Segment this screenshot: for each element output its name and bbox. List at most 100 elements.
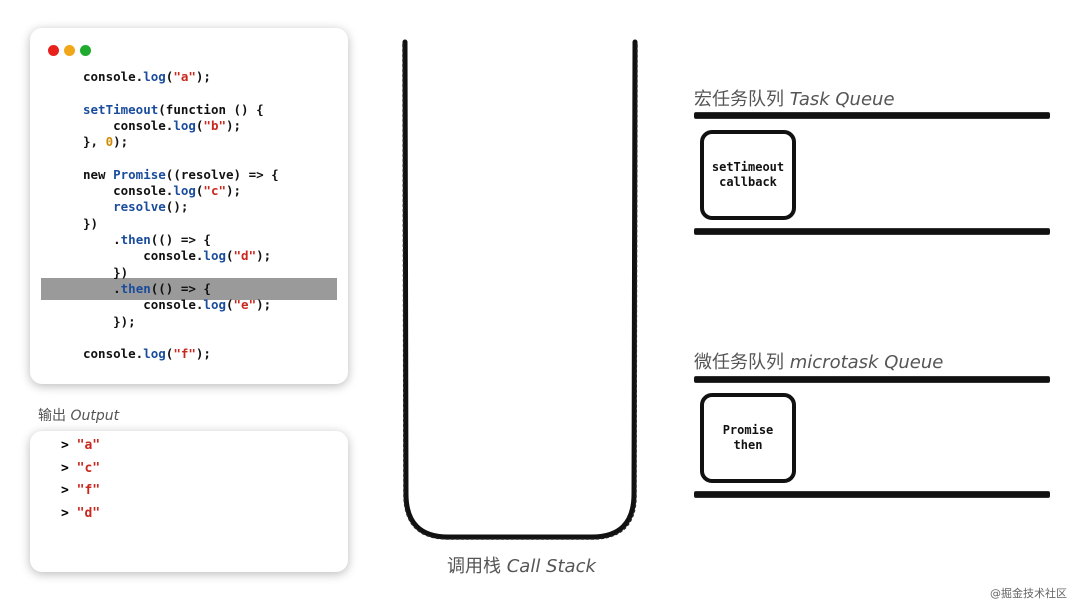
watermark: @掘金技术社区: [990, 587, 1067, 600]
code-token: console.: [83, 69, 144, 84]
code-line: .then(() => {: [83, 281, 211, 297]
code-token: then: [120, 232, 151, 247]
code-token: log: [203, 297, 226, 313]
minimize-dot-icon: [64, 45, 75, 56]
microtask-queue-top-border: [694, 377, 1050, 382]
code-line: }, 0);: [83, 134, 128, 150]
output-prompt: >: [61, 438, 77, 453]
call-stack-label: 调用栈 Call Stack: [447, 556, 596, 577]
code-token: );: [256, 248, 272, 264]
output-line: > "f": [61, 481, 100, 501]
code-line: console.log("c");: [83, 183, 241, 199]
output-line: > "a": [61, 436, 100, 456]
output-value: "d": [76, 505, 101, 521]
output-prompt: >: [61, 460, 77, 476]
code-token: });: [83, 313, 136, 329]
microtask-queue-item-line1: Promise: [722, 423, 774, 437]
code-token: );: [226, 183, 242, 199]
microtask-queue-label: 微任务队列 microtask Queue: [694, 352, 944, 373]
task-queue-top-border: [694, 113, 1050, 118]
code-token: "d": [233, 248, 257, 264]
output-label: 输出 Output: [38, 408, 120, 424]
code-token: console.: [83, 117, 174, 133]
output-line: > "c": [61, 459, 100, 479]
code-token: ((resolve) => {: [165, 166, 279, 182]
microtask-queue-bottom-border: [694, 492, 1050, 497]
code-token: console.: [83, 183, 174, 199]
output-prompt: >: [61, 483, 77, 498]
code-line: new Promise((resolve) => {: [83, 167, 279, 183]
code-token: log: [203, 248, 226, 264]
code-token: then: [120, 280, 151, 296]
task-queue-bottom-border: [694, 229, 1050, 234]
code-line: setTimeout(function () {: [83, 102, 264, 118]
task-queue-item-line1: setTimeout: [711, 160, 785, 174]
code-token: );: [113, 134, 129, 150]
code-line: }): [83, 216, 98, 232]
output-value: "f": [76, 483, 101, 498]
code-token: );: [226, 117, 242, 133]
code-token: );: [256, 297, 272, 313]
code-token: (: [195, 183, 204, 199]
output-value: "c": [76, 460, 101, 476]
code-token: log: [143, 69, 166, 84]
code-token: console.: [83, 346, 144, 362]
output-panel: > "a"> "c"> "f"> "d": [30, 431, 348, 572]
code-token: "e": [233, 297, 257, 313]
code-token: (: [165, 346, 174, 362]
code-panel: console.log("a");setTimeout(function () …: [30, 28, 348, 384]
code-token: log: [173, 183, 196, 199]
output-value: "a": [76, 438, 101, 453]
code-token: (: [165, 69, 174, 84]
code-token: (: [226, 248, 234, 264]
code-line: console.log("b");: [83, 118, 241, 134]
code-token: .: [83, 232, 121, 247]
code-token: "a": [173, 69, 196, 84]
code-token: resolve: [113, 199, 166, 215]
code-line: .then(() => {: [83, 232, 211, 248]
code-line: console.log("a");: [83, 69, 211, 85]
code-token: ();: [165, 199, 189, 215]
code-token: setTimeout: [83, 101, 159, 117]
code-token: new: [83, 166, 114, 182]
task-queue-item-line2: callback: [719, 175, 777, 189]
microtask-queue-item: Promise then: [700, 393, 796, 483]
code-line: });: [83, 314, 136, 330]
code-token: log: [143, 346, 166, 362]
code-token: .: [83, 280, 121, 296]
maximize-dot-icon: [80, 45, 91, 56]
code-token: "f": [173, 346, 196, 362]
code-line: console.log("e");: [83, 297, 271, 313]
microtask-queue-item-line2: then: [733, 438, 763, 452]
code-token: (() => {: [150, 280, 211, 296]
code-line: resolve();: [83, 199, 188, 215]
code-line: console.log("f");: [83, 346, 211, 362]
code-token: console.: [83, 297, 204, 313]
task-queue-label: 宏任务队列 Task Queue: [694, 89, 895, 110]
code-token: (: [195, 117, 204, 133]
output-line: > "d": [61, 504, 100, 524]
code-line: }): [83, 265, 128, 281]
code-token: (() => {: [150, 232, 211, 247]
close-dot-icon: [48, 45, 59, 56]
call-stack-container: [402, 39, 638, 540]
window-controls: [48, 45, 91, 56]
code-token: }): [83, 215, 99, 231]
current-line-highlight: [41, 278, 337, 300]
code-token: "c": [203, 183, 226, 199]
code-token: );: [195, 346, 211, 362]
code-token: console.: [83, 248, 204, 264]
code-token: log: [173, 117, 196, 133]
task-queue-item: setTimeout callback: [700, 130, 796, 220]
code-token: Promise: [113, 166, 166, 182]
code-line: console.log("d");: [83, 248, 271, 264]
code-token: 0: [105, 134, 114, 150]
code-token: (: [226, 297, 234, 313]
output-prompt: >: [61, 505, 77, 521]
code-token: [83, 199, 113, 214]
code-token: "b": [203, 117, 226, 133]
code-token: },: [83, 134, 106, 150]
code-token: );: [195, 69, 211, 84]
code-token: (function () {: [158, 101, 264, 117]
code-token: }): [83, 264, 129, 280]
